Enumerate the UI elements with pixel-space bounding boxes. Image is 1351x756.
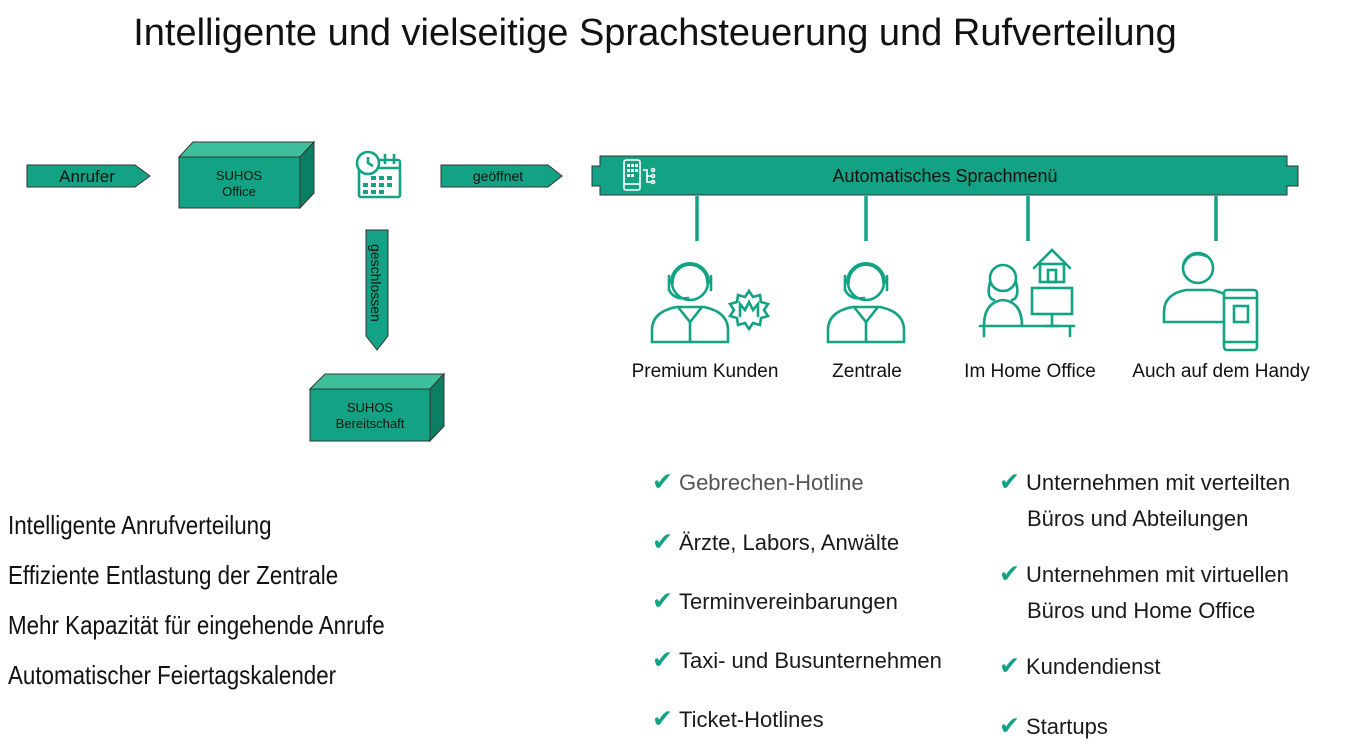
closed-arrow: geschlossen <box>365 229 389 351</box>
use-case-text-continued: Büros und Abteilungen <box>1027 506 1249 531</box>
use-case-text: Unternehmen mit verteilten <box>1025 470 1291 495</box>
use-case-text: Terminvereinbarungen <box>678 589 898 614</box>
use-case-item: ✔Terminvereinbarungen <box>652 586 898 616</box>
destination-label-premium: Premium Kunden <box>632 361 779 382</box>
mobile-user-icon <box>1162 251 1259 352</box>
use-case-text: Kundendienst <box>1025 654 1161 679</box>
standby-box-line2: Bereitschaft <box>336 416 405 431</box>
check-icon: ✔ <box>999 712 1020 740</box>
use-case-text: Startups <box>1025 714 1108 739</box>
use-case-item: ✔Ticket-Hotlines <box>652 704 824 734</box>
menu-connectors <box>695 196 1218 241</box>
check-icon: ✔ <box>652 468 673 496</box>
use-case-text: Ticket-Hotlines <box>678 707 824 732</box>
feature-item: Intelligente Anrufverteilung <box>8 510 272 540</box>
voice-menu-label: Automatisches Sprachmenü <box>832 166 1057 186</box>
agent-headset-crown-icon <box>650 262 771 344</box>
use-case-text: Ärzte, Labors, Anwälte <box>678 530 900 555</box>
check-icon: ✔ <box>652 528 673 556</box>
destination-label-home-office: Im Home Office <box>964 361 1096 382</box>
check-icon: ✔ <box>999 560 1020 588</box>
use-case-item: ✔Unternehmen mit virtuellen Büros und Ho… <box>999 559 1289 624</box>
check-icon: ✔ <box>652 587 673 615</box>
check-icon: ✔ <box>999 468 1020 496</box>
page-title: Intelligente und vielseitige Sprachsteue… <box>133 12 1177 54</box>
check-icon: ✔ <box>652 646 673 674</box>
check-icon: ✔ <box>999 652 1020 680</box>
use-case-item: ✔Taxi- und Busunternehmen <box>652 645 942 675</box>
use-case-text: Gebrechen-Hotline <box>678 470 864 495</box>
home-office-icon <box>978 248 1076 338</box>
feature-list: Intelligente Anrufverteilung Effiziente … <box>8 507 446 707</box>
open-label: geöffnet <box>473 168 523 184</box>
office-box: SUHOS Office <box>177 140 316 210</box>
destination-label-zentrale: Zentrale <box>832 361 902 382</box>
standby-box-line1: SUHOS <box>347 400 394 415</box>
standby-box: SUHOS Bereitschaft <box>308 372 446 443</box>
closed-label: geschlossen <box>368 244 384 322</box>
office-box-line1: SUHOS <box>216 168 263 183</box>
caller-label: Anrufer <box>59 167 115 186</box>
destination-label-mobile: Auch auf dem Handy <box>1132 361 1310 382</box>
calendar-clock-icon <box>355 150 402 199</box>
use-case-item: ✔Unternehmen mit verteilten Büros und Ab… <box>999 467 1290 532</box>
use-case-text: Unternehmen mit virtuellen <box>1025 562 1289 587</box>
use-case-item: ✔Ärzte, Labors, Anwälte <box>652 527 899 557</box>
use-case-text-continued: Büros und Home Office <box>1027 598 1256 623</box>
voice-menu-bar: Automatisches Sprachmenü <box>591 155 1299 196</box>
use-case-text: Taxi- und Busunternehmen <box>678 648 942 673</box>
check-icon: ✔ <box>652 705 673 733</box>
open-arrow: geöffnet <box>440 164 563 188</box>
office-box-line2: Office <box>222 184 256 199</box>
feature-item: Effiziente Entlastung der Zentrale <box>8 560 339 590</box>
use-case-item: ✔Startups <box>999 711 1108 741</box>
use-case-item: ✔Gebrechen-Hotline <box>652 467 864 497</box>
feature-item: Mehr Kapazität für eingehende Anrufe <box>8 610 385 640</box>
agent-headset-icon <box>826 262 906 344</box>
feature-item: Automatischer Feiertagskalender <box>8 660 337 690</box>
caller-arrow: Anrufer <box>26 164 151 188</box>
use-case-item: ✔Kundendienst <box>999 651 1161 681</box>
phone-tree-icon <box>623 159 656 191</box>
